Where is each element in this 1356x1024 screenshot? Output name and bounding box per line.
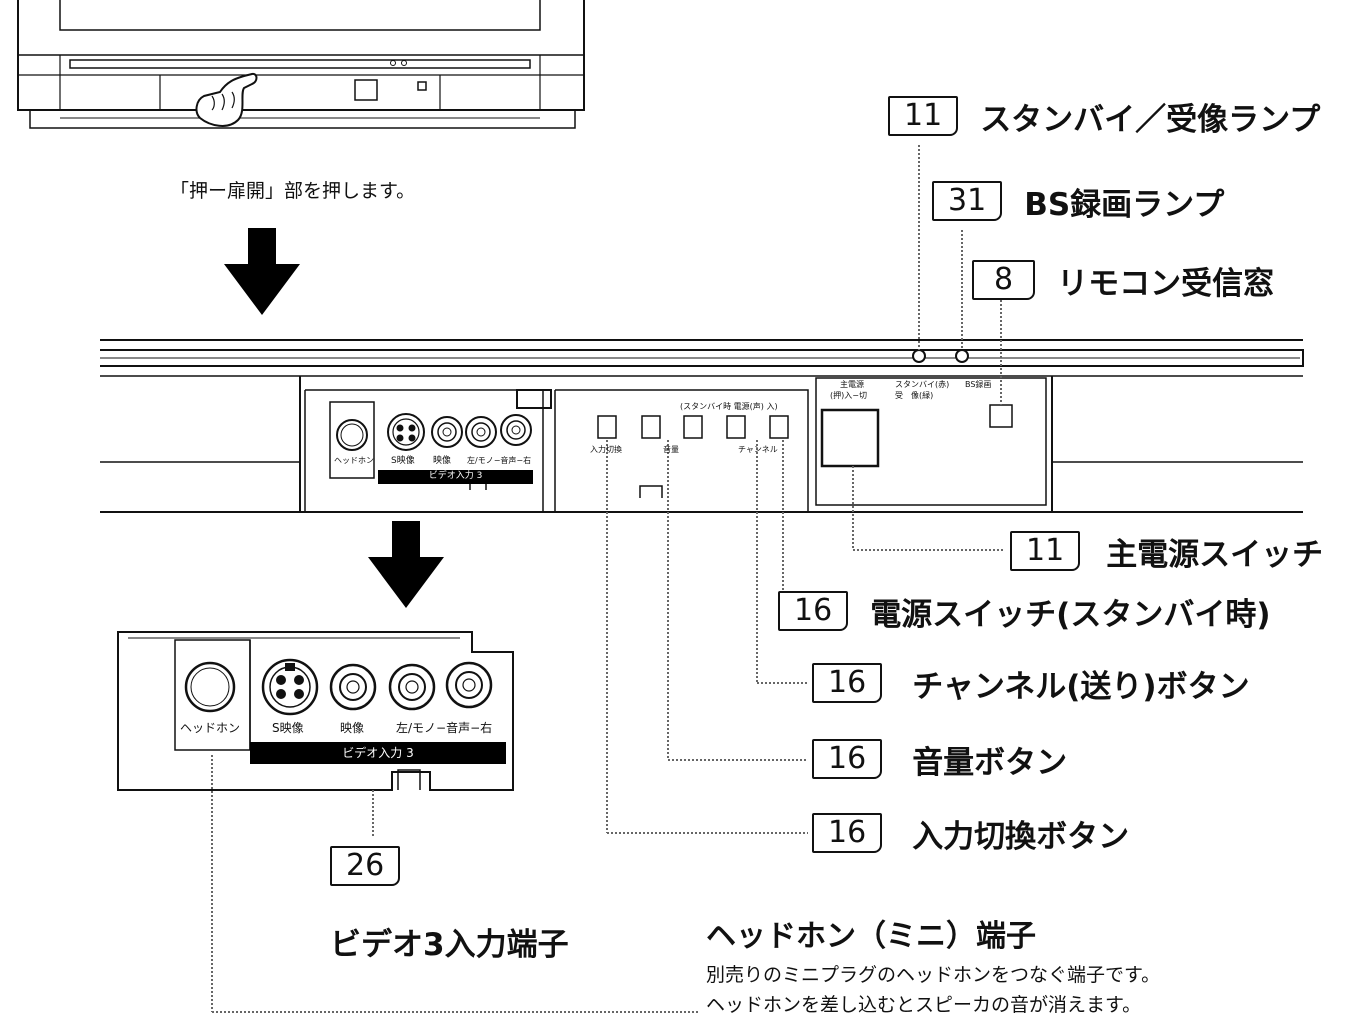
page-ref: 16 xyxy=(812,739,883,779)
label-s-video: S映像 xyxy=(391,456,415,466)
down-arrow-icon xyxy=(224,228,300,315)
page-ref: 11 xyxy=(1010,531,1081,571)
callout-standby-power: 16 電源スイッチ(スタンバイ時) xyxy=(778,590,1271,633)
page-ref: 16 xyxy=(812,813,883,853)
label-main-power-state: (押)入−切 xyxy=(830,391,867,400)
callout-volume-button: 16 音量ボタン xyxy=(812,738,1068,781)
headphone-desc-line-1: 別売りのミニプラグのヘッドホンをつなぐ端子です。 xyxy=(706,964,1161,986)
label-standby-lamp: スタンバイ(赤) xyxy=(895,380,950,389)
headphone-title: ヘッドホン（ミニ）端子 xyxy=(706,919,1036,954)
page-ref: 16 xyxy=(778,591,849,631)
callout-input-switch: 16 入力切換ボタン xyxy=(812,812,1130,855)
callout-bs-rec-lamp: 31 BS録画ランプ xyxy=(932,180,1225,223)
callout-label: チャンネル(送り)ボタン xyxy=(912,668,1250,705)
label-headphone-large: ヘッドホン xyxy=(180,721,241,735)
label-standby-power: (スタンバイ時 電源(声) 入) xyxy=(680,402,778,411)
callout-label: 主電源スイッチ xyxy=(1106,536,1324,573)
label-headphone: ヘッドホン xyxy=(334,456,374,465)
callout-label: スタンバイ／受像ランプ xyxy=(980,101,1321,138)
label-input-name: ビデオ入力 3 xyxy=(378,472,533,481)
video3-title: ビデオ3入力端子 xyxy=(330,927,569,963)
label-main-power: 主電源 xyxy=(840,380,864,389)
label-channel: チャンネル xyxy=(738,445,778,454)
callout-label: リモコン受信窓 xyxy=(1057,265,1275,302)
headphone-desc-line-2: ヘッドホンを差し込むとスピーカの音が消えます。 xyxy=(706,994,1142,1016)
video3-panel-closeup xyxy=(117,631,514,791)
leader-lines xyxy=(211,145,1005,1013)
label-bs-rec: BS録画 xyxy=(965,380,992,389)
label-input-switch: 入力切換 xyxy=(590,445,622,454)
callout-label: 入力切換ボタン xyxy=(912,818,1130,855)
page-ref: 16 xyxy=(812,663,883,703)
callout-label: BS録画ランプ xyxy=(1024,186,1225,223)
label-audio: 左/モノ−音声−右 xyxy=(467,456,532,465)
tv-top-sketch xyxy=(17,0,585,129)
page-ref: 8 xyxy=(972,260,1036,300)
callout-channel-button: 16 チャンネル(送り)ボタン xyxy=(812,662,1250,705)
callout-main-power: 11 主電源スイッチ xyxy=(1010,530,1324,573)
callout-standby-lamp: 11 スタンバイ／受像ランプ xyxy=(888,95,1321,138)
callout-label: 電源スイッチ(スタンバイ時) xyxy=(870,596,1271,633)
page-ref: 31 xyxy=(932,181,1003,221)
label-s-video-large: S映像 xyxy=(272,721,304,735)
label-audio-large: 左/モノ−音声−右 xyxy=(396,721,493,735)
label-input-name-large: ビデオ入力 3 xyxy=(250,747,506,759)
label-video-large: 映像 xyxy=(340,721,365,735)
down-arrow-icon xyxy=(368,521,444,608)
top-caption: 「押ー扉開」部を押します。 xyxy=(170,180,416,202)
tv-front-panel xyxy=(100,339,1304,513)
label-volume: 音量 xyxy=(663,445,679,454)
callout-label: 音量ボタン xyxy=(912,744,1068,781)
page-ref: 11 xyxy=(888,96,959,136)
callout-remote-window: 8 リモコン受信窓 xyxy=(972,259,1275,302)
label-video: 映像 xyxy=(433,456,452,466)
label-receive-lamp: 受 像(緑) xyxy=(895,391,934,400)
video3-page-ref: 26 xyxy=(330,846,401,886)
